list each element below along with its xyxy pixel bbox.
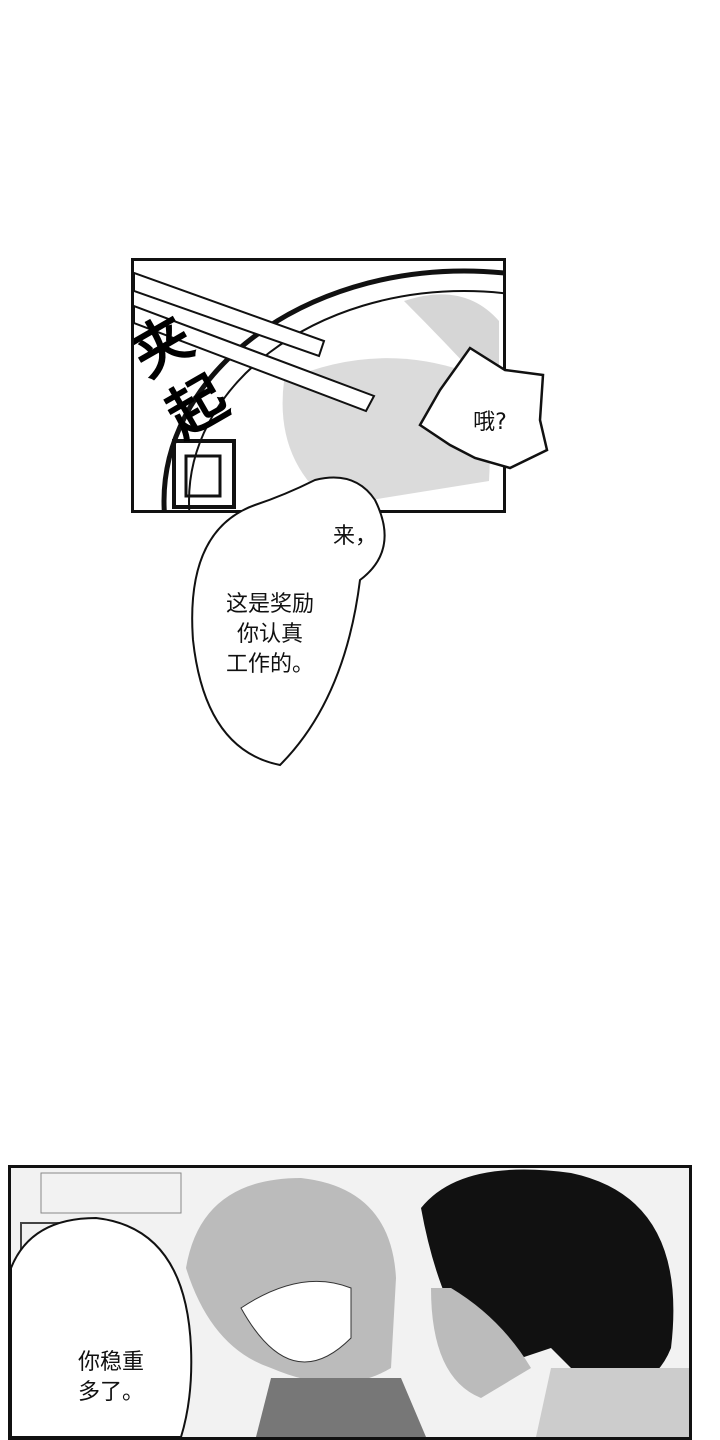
speech-bubble-shape [418, 346, 549, 470]
speech-bubble-shape [11, 1216, 193, 1437]
characters-illustration [11, 1168, 689, 1437]
panel-characters: 你稳重 多了。 [8, 1165, 692, 1440]
speech-bubble-oh: 哦? [473, 410, 507, 435]
speech-bubble-come-line1: 来， [332, 524, 377, 549]
bubble-line: 这是奖励 [225, 592, 314, 617]
bubble-line: 工作的。 [225, 652, 314, 677]
chopsticks [134, 271, 376, 413]
bubble-line: 你认真 [236, 622, 303, 647]
speech-bubble-reward: 这是奖励 你认真 工作的。 [195, 590, 345, 680]
speech-bubble-steady: 你稳重 多了。 [56, 1348, 166, 1408]
speech-bubble-shape [191, 476, 386, 767]
bubble-line: 你稳重 [77, 1350, 144, 1375]
bubble-line: 多了。 [77, 1380, 144, 1405]
